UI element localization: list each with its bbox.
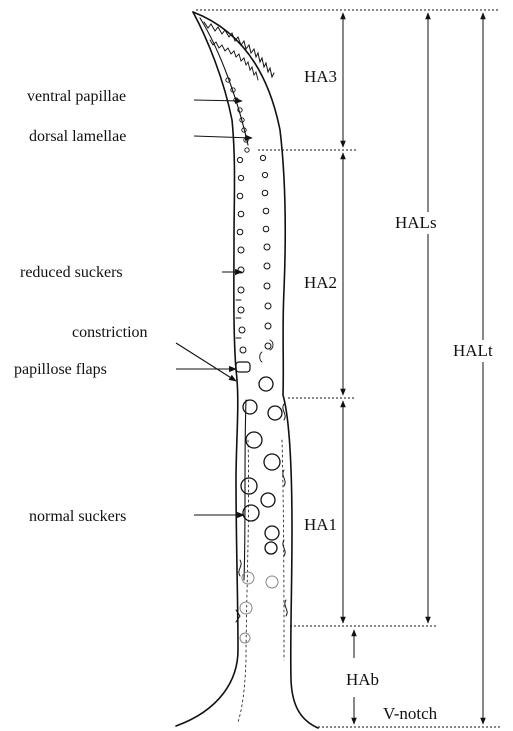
label-halt: HALt: [453, 341, 493, 360]
label-papillose-flaps: papillose flaps: [14, 361, 107, 378]
leader-constriction: [176, 343, 236, 381]
label-ventral-papillae: ventral papillae: [27, 88, 126, 105]
label-reduced-suckers: reduced suckers: [20, 264, 123, 281]
arm-illustration: [176, 12, 318, 728]
label-ha2: HA2: [304, 273, 337, 292]
label-constriction: constriction: [72, 324, 148, 341]
label-dorsal-lamellae: dorsal lamellae: [29, 128, 126, 145]
leader-dorsal-lamellae: [194, 136, 252, 138]
papillose-flap: [236, 362, 250, 372]
dorsal-lamellae-row: [210, 40, 258, 80]
label-v-notch: V-notch: [383, 704, 438, 723]
dimension-labels: HA3 HA2 HA1 HAb HALs HALt V-notch: [303, 66, 500, 723]
inner-border: [244, 400, 246, 580]
ventral-papillae-cluster: [226, 78, 249, 152]
leader-ventral-papillae: [194, 100, 242, 101]
inner-border: [200, 18, 248, 145]
arm-outline-right: [193, 12, 318, 728]
callout-labels: ventral papillae dorsal lamellae reduced…: [14, 88, 148, 525]
label-hals: HALs: [395, 213, 437, 232]
label-hab: HAb: [346, 670, 379, 689]
label-normal-suckers: normal suckers: [29, 508, 126, 525]
dorsal-lamellae-row: [204, 22, 274, 77]
label-ha1: HA1: [304, 515, 337, 534]
normal-suckers-cluster: [240, 377, 282, 643]
label-ha3: HA3: [304, 67, 337, 86]
reduced-suckers-cluster: [237, 155, 271, 353]
